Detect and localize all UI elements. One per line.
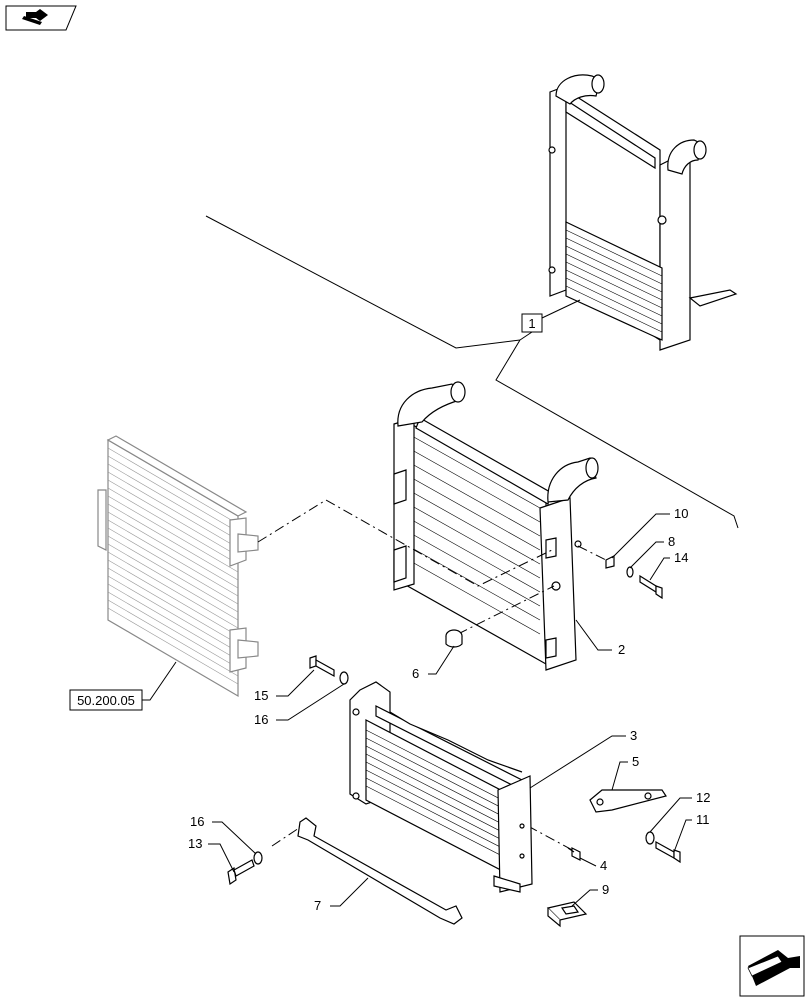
callout-16-lower: 16 [190,814,257,855]
svg-text:16: 16 [254,712,268,727]
svg-text:10: 10 [674,506,688,521]
assembly-overview-drawing [548,74,738,351]
callout-9: 9 [571,882,609,907]
callout-4: 4 [579,857,607,873]
svg-text:13: 13 [188,836,202,851]
assembly-lower-cooler [565,221,663,341]
oil-cooler-fins [365,729,511,861]
reference-label[interactable]: 50.200.05 [69,661,177,711]
screw-washer-lower-parts [227,851,263,886]
svg-text:15: 15 [254,688,268,703]
svg-text:50.200.05: 50.200.05 [77,693,135,708]
svg-text:7: 7 [314,898,321,913]
svg-text:6: 6 [412,666,419,681]
svg-text:14: 14 [674,550,688,565]
condenser-fins [107,447,239,685]
callout-13: 13 [188,836,235,873]
callout-3: 3 [529,728,637,789]
condenser-reference-part [97,435,259,698]
callout-7: 7 [314,877,369,913]
radiator-part [393,381,599,671]
callout-12: 12 [649,790,710,833]
svg-text:4: 4 [600,858,607,873]
callout-6: 6 [412,645,455,681]
radiator-fins [411,435,541,635]
washer-screw-lower-parts [645,831,681,864]
callout-15: 15 [254,669,315,703]
fitting-part [567,847,581,861]
callout-14: 14 [649,550,688,581]
washer-and-screw-parts [605,555,663,600]
bracket-part [589,789,667,813]
callout-2: 2 [575,619,625,657]
svg-text:9: 9 [602,882,609,897]
svg-text:5: 5 [632,754,639,769]
clip-part [546,901,588,928]
assembly-callout: 1 [519,299,581,341]
svg-text:3: 3 [630,728,637,743]
screw-washer-upper-parts [309,655,349,685]
callout-8: 8 [629,534,675,569]
callout-16-upper: 16 [254,683,345,727]
callout-11: 11 [673,812,710,853]
callout-10: 10 [611,506,688,559]
svg-text:1: 1 [528,316,535,331]
svg-text:8: 8 [668,534,675,549]
strap-part [297,817,463,925]
plug-part [445,629,463,648]
oil-cooler-part [349,681,533,893]
svg-text:16: 16 [190,814,204,829]
callout-5: 5 [611,754,639,791]
svg-text:2: 2 [618,642,625,657]
book-arrow-icon[interactable] [5,5,77,31]
svg-text:11: 11 [696,812,710,827]
next-page-arrow-icon[interactable] [739,935,805,997]
svg-text:12: 12 [696,790,710,805]
